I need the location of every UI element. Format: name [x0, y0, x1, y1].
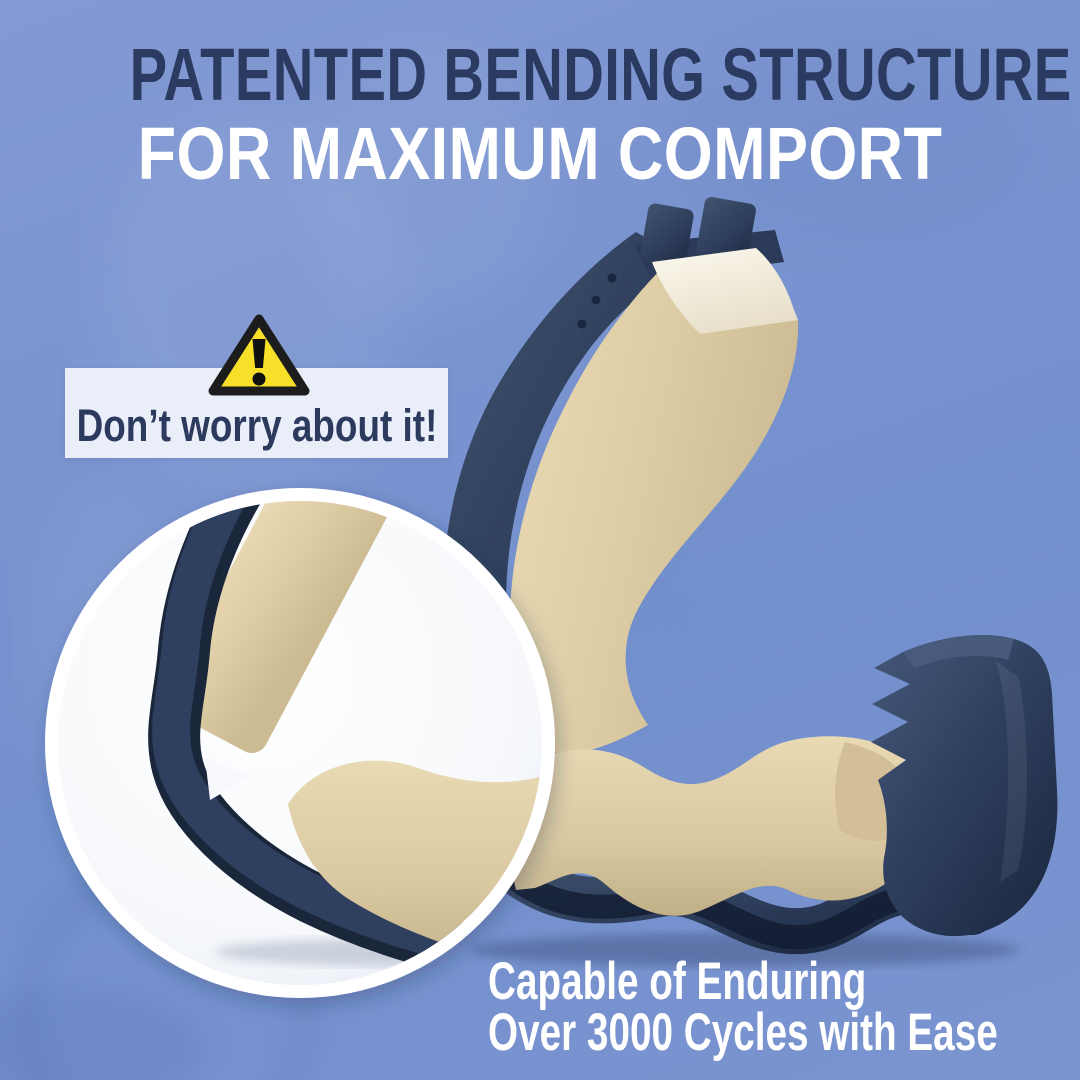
upper-arm	[442, 197, 799, 754]
magnified-navy-band	[152, 501, 542, 981]
callout-text: Don’t worry about it!	[76, 400, 437, 451]
lower-arm	[477, 635, 1058, 955]
warning-triangle-svg	[208, 314, 310, 396]
clamp-end	[871, 635, 1058, 937]
headline-line2: FOR MAXIMUM COMPORT	[137, 112, 943, 195]
zoom-inset	[45, 488, 555, 998]
clip-prong-left	[640, 203, 694, 267]
rivet	[591, 295, 601, 305]
exclamation-bar	[252, 339, 266, 368]
product-shadow	[470, 933, 1020, 967]
hinge-notch	[205, 758, 252, 800]
lower-arm-shell-shadow	[493, 858, 917, 950]
upper-arm-foam	[510, 268, 799, 754]
magnified-top-foam-pad	[163, 501, 399, 753]
clamp-top-face	[903, 635, 1014, 668]
clamp-highlight	[995, 660, 1028, 882]
warning-triangle-icon	[206, 312, 312, 398]
footer-claim: Capable of Enduring Over 3000 Cycles wit…	[488, 952, 998, 1062]
foam-end-cap	[652, 248, 798, 334]
upper-arm-navy-shell	[442, 232, 688, 690]
footer-line1: Capable of Enduring	[488, 952, 867, 1011]
product-photo	[442, 197, 1058, 967]
clamp-body	[871, 635, 1058, 937]
rivet	[577, 319, 587, 329]
exclamation-dot	[252, 372, 266, 386]
clip-prong-right	[696, 197, 756, 265]
headline-line1: PATENTED BENDING STRUCTURE	[129, 33, 1072, 116]
rivet	[607, 273, 617, 283]
footer-line2: Over 3000 Cycles with Ease	[488, 1003, 998, 1062]
